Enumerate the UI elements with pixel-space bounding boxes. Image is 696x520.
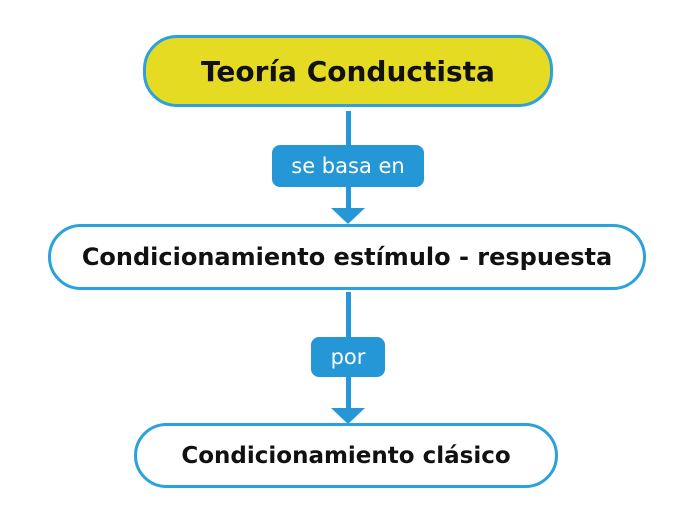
connector2-label-text: por: [330, 345, 366, 369]
connector1-label-text: se basa en: [291, 154, 405, 178]
connector2-label: por: [311, 337, 385, 377]
node-condicionamiento-clasico-label: Condicionamiento clásico: [181, 442, 511, 469]
node-teoria-conductista: Teoría Conductista: [143, 35, 553, 107]
node-condicionamiento-clasico: Condicionamiento clásico: [134, 423, 558, 488]
connector1-label: se basa en: [272, 145, 424, 187]
connector1-arrowhead-icon: [331, 208, 365, 224]
node-teoria-conductista-label: Teoría Conductista: [201, 54, 495, 88]
node-condicionamiento-estimulo-respuesta-label: Condicionamiento estímulo - respuesta: [81, 243, 613, 271]
node-condicionamiento-estimulo-respuesta: Condicionamiento estímulo - respuesta: [48, 224, 646, 290]
connector2-arrowhead-icon: [331, 408, 365, 424]
